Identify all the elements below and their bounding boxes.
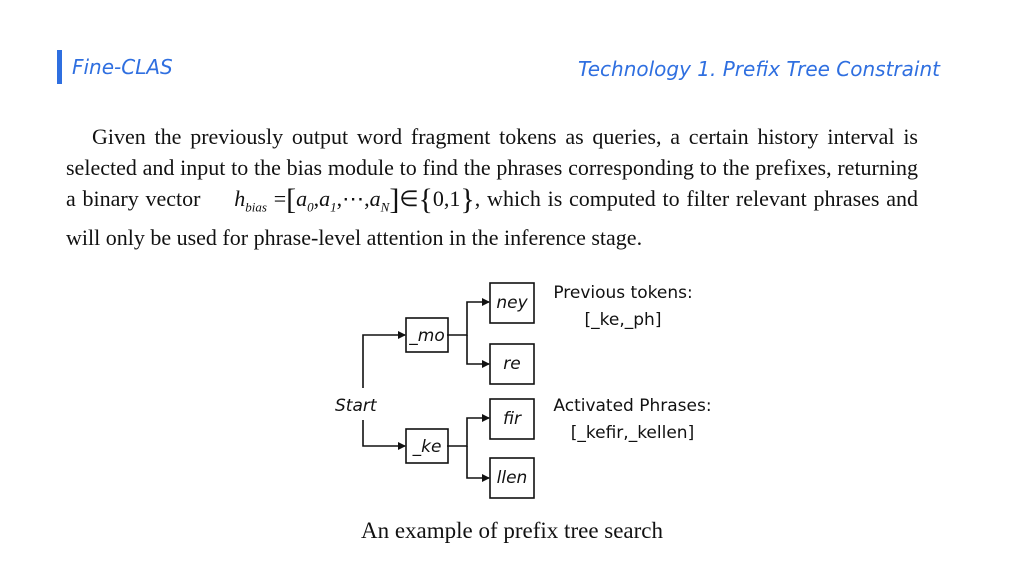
formula-lhs-sub: bias [245, 199, 267, 215]
formula-set-values: 0,1 [432, 186, 461, 211]
previous-tokens-label: Previous tokens: [553, 283, 693, 303]
formula-aN-sub: N [380, 199, 390, 215]
edge-mo-ney [447, 298, 490, 336]
activated-phrases-label: Activated Phrases: [553, 396, 712, 416]
section-title: Technology 1. Prefix Tree Constraint [577, 57, 940, 81]
edge-start-mo [362, 331, 406, 388]
edge-start-ke [362, 420, 406, 450]
activated-phrases-value: [_kefir,_kellen] [570, 423, 695, 443]
node-re-label: re [503, 354, 520, 374]
node-fir-label: fir [503, 409, 522, 429]
previous-tokens-value: [_ke,_ph] [584, 310, 662, 330]
node-mo-label: _mo [408, 326, 444, 346]
node-mo-box [405, 317, 449, 353]
formula-open-bracket: [ [286, 183, 297, 216]
body-paragraph: Given the previously output word fragmen… [66, 121, 918, 253]
edge-ke-fir [447, 414, 490, 447]
formula-element-of: ∈ [399, 186, 419, 211]
binary-vector-formula: hbias =[a0,a1,⋯,aN]∈{0,1} [234, 183, 475, 216]
formula-a0-sub: 0 [307, 199, 314, 215]
prefix-tree-diagram: _mo _ke ney re fir llen Start [335, 282, 535, 499]
node-ke-box [405, 428, 449, 464]
formula-dots: ⋯ [342, 186, 365, 211]
activated-phrases: Activated Phrases: [_kefir,_kellen] [545, 393, 720, 447]
accent-bar [57, 50, 62, 84]
formula-aN: a [369, 186, 381, 211]
node-re-box [489, 343, 535, 385]
formula-a0: a [296, 186, 308, 211]
edge-mo-re [466, 335, 490, 368]
formula-set-close: } [460, 183, 475, 216]
node-llen-box [489, 457, 535, 499]
node-fir-box [489, 398, 535, 440]
formula-equals: = [273, 186, 287, 211]
formula-set-open: { [418, 183, 433, 216]
brand-name: Fine-CLAS [72, 55, 173, 79]
formula-a1: a [319, 186, 331, 211]
formula-lhs: h [234, 186, 246, 211]
node-ke-label: _ke [412, 437, 442, 457]
figure-caption: An example of prefix tree search [360, 518, 664, 543]
formula-close-bracket: ] [389, 183, 400, 216]
start-label: Start [335, 396, 378, 416]
formula-a1-sub: 1 [330, 199, 337, 215]
body-text-part2: , which is computed to filter relevant p… [66, 186, 919, 251]
body-text-part1: Given the previously output word fragmen… [66, 124, 918, 211]
edge-ke-llen [466, 446, 490, 482]
node-ney-label: ney [496, 293, 528, 313]
previous-tokens: Previous tokens: [_ke,_ph] [548, 280, 698, 334]
node-ney-box [489, 282, 535, 324]
node-llen-label: llen [497, 468, 528, 488]
